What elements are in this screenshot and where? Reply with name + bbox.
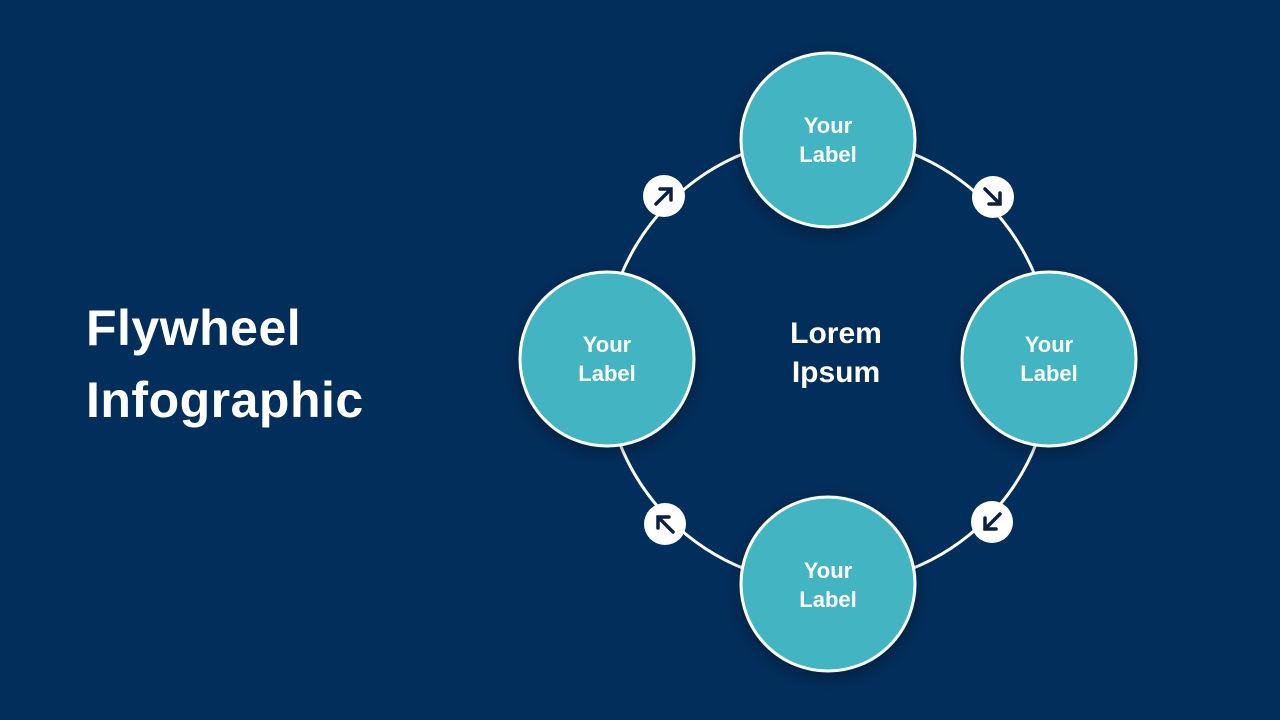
label-line-1: Your	[803, 113, 853, 138]
center-line-1: Lorem	[790, 317, 882, 350]
label-line-2: Label	[1020, 361, 1078, 386]
node-right	[960, 270, 1138, 448]
label-line-1: Your	[803, 558, 853, 583]
arrow-up-right-icon	[654, 187, 673, 206]
arrow-down-right-badge	[972, 176, 1014, 218]
label-line-1: Your	[582, 332, 632, 357]
slide-title: Flywheel Infographic	[86, 292, 364, 436]
center-line-2: Ipsum	[791, 356, 881, 389]
label-line-2: Label	[799, 587, 857, 612]
label-line-2: Label	[799, 142, 857, 167]
title-line-2: Infographic	[86, 372, 364, 428]
label-line-2: Label	[578, 361, 636, 386]
node-right-label: Your Label	[964, 330, 1134, 388]
title-line-1: Flywheel	[86, 300, 302, 356]
node-top	[739, 51, 917, 229]
arrow-down-left-icon	[983, 512, 1002, 531]
arrow-up-left-badge	[644, 503, 686, 545]
label-line-1: Your	[1024, 332, 1074, 357]
arrow-down-right-icon	[983, 187, 1002, 206]
node-left	[518, 270, 696, 448]
node-top-label: Your Label	[743, 111, 913, 169]
center-label: Lorem Ipsum	[748, 314, 924, 392]
arrow-up-left-icon	[656, 515, 675, 534]
arrow-up-right-badge	[643, 175, 685, 217]
node-left-label: Your Label	[522, 330, 692, 388]
arrow-down-left-badge	[971, 501, 1013, 543]
node-bottom-label: Your Label	[743, 556, 913, 614]
node-bottom	[739, 495, 917, 673]
